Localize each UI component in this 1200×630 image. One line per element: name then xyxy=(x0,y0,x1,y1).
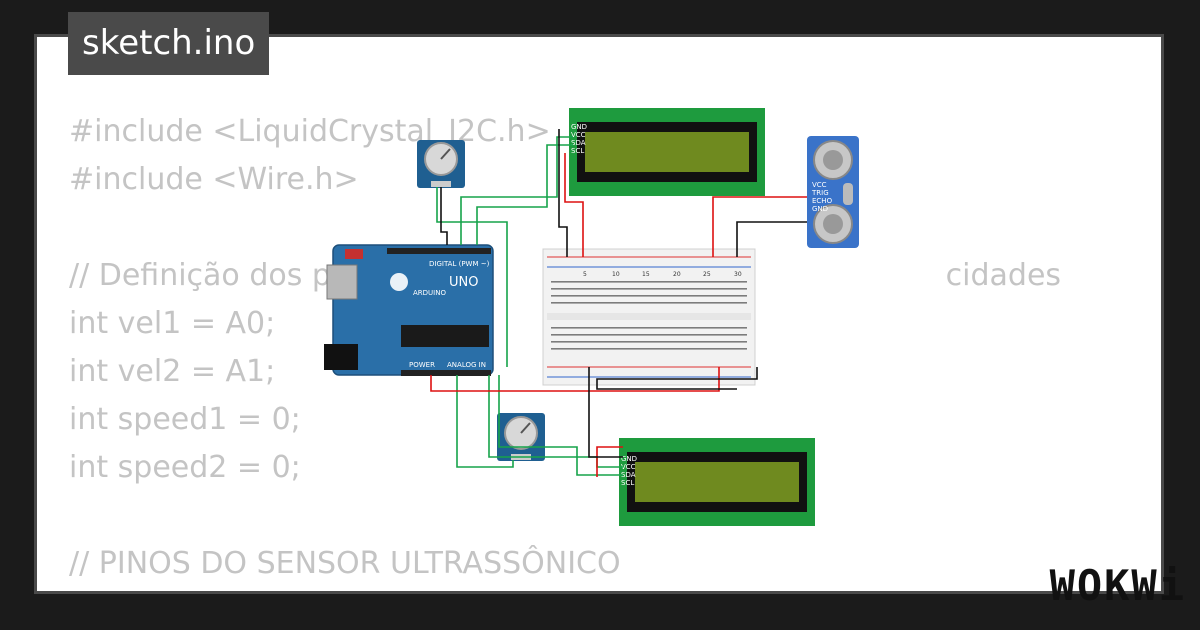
board-brand: ARDUINO xyxy=(413,289,446,297)
code-line: #include <Wire.h> xyxy=(69,162,359,197)
wokwi-logo: WOKWi xyxy=(1049,561,1186,610)
lcd-display-bottom: GND VCC SDA SCL xyxy=(619,438,815,526)
sketch-filename-title: sketch.ino xyxy=(68,12,270,75)
code-line: int vel2 = A1; xyxy=(69,354,276,389)
breadboard: 5 10 15 20 25 30 xyxy=(542,248,756,386)
lcd-pin-label: GND xyxy=(571,123,587,131)
lcd-pin-label: SDA xyxy=(571,139,586,147)
breadboard-col-label: 20 xyxy=(673,271,681,278)
power-header-label: POWER xyxy=(409,361,435,369)
code-line: // PINOS DO SENSOR ULTRASSÔNICO xyxy=(69,546,621,581)
arduino-uno-board: UNO ARDUINO DIGITAL (PWM ~) POWER ANALOG… xyxy=(324,244,494,376)
sensor-pin-label: GND xyxy=(812,205,828,213)
lcd-pin-label: SDA xyxy=(621,471,636,479)
wires xyxy=(430,129,807,477)
breadboard-col-label: 15 xyxy=(642,271,650,278)
preview-card: #include <LiquidCrystal_I2C.h> #include … xyxy=(34,34,1164,594)
digital-header-label: DIGITAL (PWM ~) xyxy=(429,260,490,268)
potentiometer-top xyxy=(417,140,465,188)
lcd-pin-label: GND xyxy=(621,455,637,463)
board-label: UNO xyxy=(449,275,478,290)
lcd-pin-label: SCL xyxy=(571,147,584,155)
lcd-pin-label: VCC xyxy=(621,463,636,471)
breadboard-holes xyxy=(551,281,747,350)
breadboard-col-label: 10 xyxy=(612,271,620,278)
circuit-diagram: UNO ARDUINO DIGITAL (PWM ~) POWER ANALOG… xyxy=(324,108,859,526)
lcd-pin-label: VCC xyxy=(571,131,586,139)
sensor-pin-label: VCC xyxy=(812,181,827,189)
code-line: int vel1 = A0; xyxy=(69,306,276,341)
potentiometer-bottom xyxy=(497,413,545,461)
code-line: #include <LiquidCrystal_I2C.h> xyxy=(69,114,551,149)
sensor-pin-label: TRIG xyxy=(811,189,829,197)
analog-header-label: ANALOG IN xyxy=(447,361,486,369)
lcd-pin-label: SCL xyxy=(621,479,634,487)
lcd-display-top: GND VCC SDA SCL xyxy=(569,108,765,196)
breadboard-col-label: 25 xyxy=(703,271,711,278)
code-line: int speed1 = 0; xyxy=(69,402,301,437)
code-line: int speed2 = 0; xyxy=(69,450,301,485)
sensor-pin-label: ECHO xyxy=(812,197,833,205)
breadboard-col-label: 30 xyxy=(734,271,742,278)
ultrasonic-sensor: VCC TRIG ECHO GND xyxy=(807,136,859,248)
breadboard-col-label: 5 xyxy=(583,271,587,278)
